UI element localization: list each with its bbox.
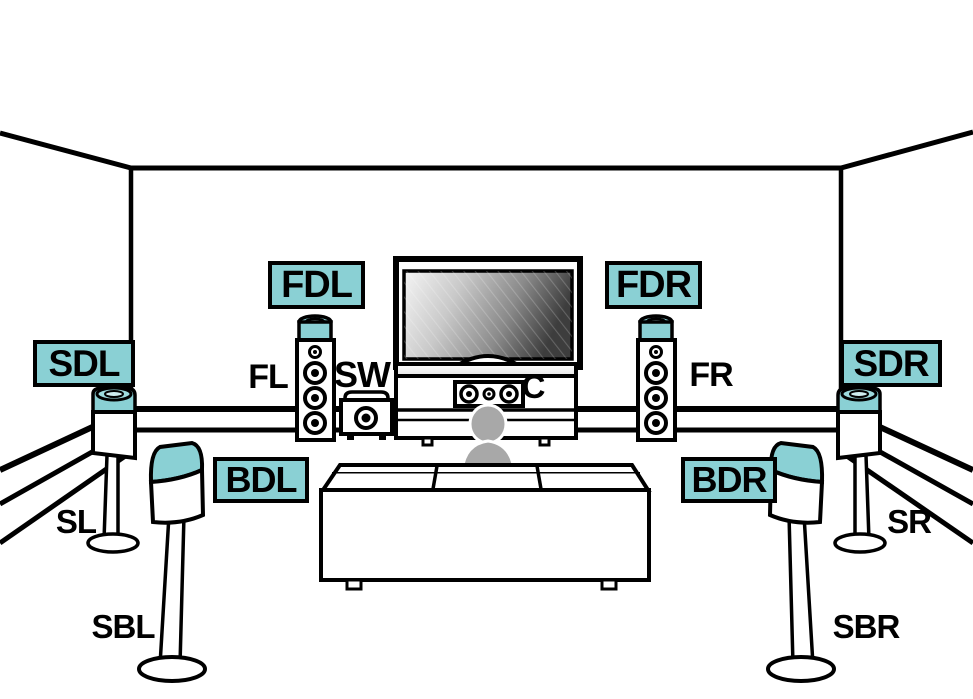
- sofa-backrest: [319, 463, 652, 492]
- label-sbr: SBR: [826, 608, 906, 646]
- label-bdr[interactable]: BDR: [681, 457, 777, 503]
- sl-stand-pole: [102, 453, 120, 542]
- label-bdr-text: BDR: [691, 459, 768, 500]
- label-sdr[interactable]: SDR: [840, 340, 942, 387]
- label-sbl-text: SBL: [91, 608, 156, 645]
- sl-stand-base: [86, 532, 140, 554]
- seated-listener: [460, 403, 516, 472]
- center-channel-speaker: [453, 380, 525, 408]
- label-sl-text: SL: [55, 503, 97, 540]
- sbl-stand-base: [137, 655, 207, 683]
- surround-right-speaker: [833, 386, 887, 554]
- front-left-tower-speaker: [295, 314, 336, 442]
- label-c-text: C: [521, 368, 546, 405]
- sbr-cabinet: [767, 466, 825, 525]
- surround-back-left-speaker: [137, 440, 207, 683]
- sr-stand-pole: [853, 453, 871, 542]
- label-sdl-text: SDL: [48, 342, 121, 384]
- label-fdr-text: FDR: [615, 263, 692, 306]
- label-sbr-text: SBR: [832, 608, 901, 645]
- label-sdr-text: SDR: [853, 342, 929, 384]
- sl-cabinet: [91, 410, 137, 461]
- label-sl: SL: [52, 503, 100, 541]
- sbr-stand-base: [766, 655, 836, 683]
- label-fl: FL: [244, 357, 292, 397]
- sbr-stand-pole: [787, 513, 815, 667]
- label-sbl: SBL: [85, 608, 161, 646]
- surround-left-speaker: [86, 386, 140, 554]
- label-fr: FR: [686, 355, 736, 395]
- label-fdl[interactable]: FDL: [268, 261, 365, 309]
- sofa-body: [319, 488, 651, 582]
- surround-back-right-speaker: [766, 440, 836, 683]
- flat-panel-television: [393, 256, 583, 370]
- label-fdl-text: FDL: [281, 263, 353, 306]
- sbl-cabinet: [148, 466, 206, 525]
- ceiling-lines: [0, 129, 973, 171]
- label-bdl[interactable]: BDL: [213, 457, 309, 503]
- label-sr-text: SR: [887, 503, 932, 540]
- sr-stand-base: [833, 532, 887, 554]
- three-seat-sofa: [319, 463, 652, 591]
- sbl-stand-pole: [158, 513, 186, 667]
- front-right-tower-speaker: [636, 314, 677, 442]
- label-fr-text: FR: [689, 355, 733, 394]
- sr-cabinet: [836, 410, 882, 461]
- label-bdl-text: BDL: [225, 459, 298, 500]
- label-sr: SR: [884, 503, 934, 541]
- label-sw: SW: [333, 354, 391, 396]
- label-sdl[interactable]: SDL: [33, 340, 135, 387]
- label-c: C: [519, 368, 547, 406]
- label-sw-text: SW: [334, 354, 391, 395]
- subwoofer-speaker: [339, 390, 394, 440]
- label-fl-text: FL: [248, 357, 289, 396]
- label-fdr[interactable]: FDR: [605, 261, 702, 309]
